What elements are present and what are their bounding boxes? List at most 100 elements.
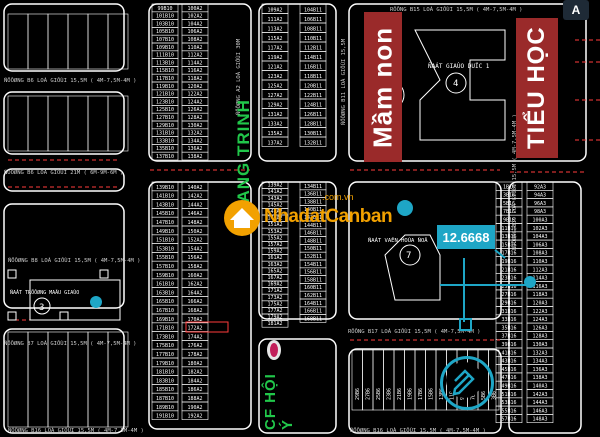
lot-label: 126A3 <box>532 325 547 331</box>
lot-label: 120A3 <box>532 301 547 307</box>
lot-label: 175A2 <box>267 301 282 307</box>
lot-label: 135A2 <box>267 131 282 137</box>
lot-label: 178A2 <box>187 352 202 358</box>
road-label: ÑÖÔØNG B16 LOÀ GIÔÙI 15,5M ( 4M-7,5M-4M … <box>8 427 144 434</box>
lot-cell <box>372 349 384 411</box>
lot-label: 55B16 <box>501 408 516 414</box>
lot-label: 151A2 <box>267 222 282 228</box>
lot-label: 102A2 <box>187 14 202 20</box>
lot-label: 100A3 <box>532 218 547 224</box>
lot-label: 142B11 <box>304 215 322 221</box>
lot-cell <box>47 95 69 152</box>
lot-label: 128A2 <box>187 115 202 121</box>
lot-label: 113A2 <box>267 27 282 33</box>
block-outline <box>3 328 125 434</box>
lot-cell <box>87 13 109 70</box>
lot-label: 166A2 <box>187 299 202 305</box>
lot-label: 100A2 <box>187 6 202 12</box>
pencil-icon <box>446 362 482 398</box>
label-mam-non: Mầm non <box>364 12 402 162</box>
lot-label: 162B11 <box>304 293 322 299</box>
lot-label: 43B16 <box>501 359 516 365</box>
lot-cell <box>67 95 89 152</box>
lot-label: 27B6 <box>366 388 372 400</box>
lot-label: 134A2 <box>187 138 202 144</box>
road-label: ÑÖÔØNG A2 LOÀ GIÔÙI 30M <box>235 38 242 115</box>
lot-label: 168A2 <box>187 308 202 314</box>
lot-cell <box>67 13 89 70</box>
kinder-number: 3 <box>39 303 44 313</box>
road-label: ÑÖÔØNG B8 LOÀ GIÔÙI 15,5M ( 4M-7,5M-4M ) <box>8 257 140 264</box>
lot-label: 144A2 <box>187 202 202 208</box>
lot-label: 136B11 <box>304 192 322 198</box>
lot-label: 175B10 <box>156 343 174 349</box>
lot-label: 142A3 <box>532 392 547 398</box>
lot-label: 141B10 <box>156 194 174 200</box>
location-marker-icon[interactable] <box>266 338 282 362</box>
lot-label: 133A2 <box>267 122 282 128</box>
lot-label: 111B10 <box>156 53 174 59</box>
lot-label: 101B10 <box>156 14 174 20</box>
lot-label: 130B11 <box>304 131 322 137</box>
lot-label: 114A3 <box>532 276 547 282</box>
house-logo-icon <box>224 200 260 236</box>
lot-label: 183B10 <box>156 378 174 384</box>
block-outline <box>348 181 502 320</box>
lot-label: 134B11 <box>304 184 322 190</box>
lot-label: 154A2 <box>187 246 202 252</box>
pencil-tool-button[interactable] <box>440 356 494 410</box>
lot-label: 174A2 <box>187 334 202 340</box>
lot-label: 106B11 <box>304 17 322 23</box>
lot-label: 116A3 <box>532 284 547 290</box>
highlight-lot <box>185 321 229 333</box>
lot-label: 192A2 <box>187 414 202 420</box>
lot-label: 19B16 <box>501 259 516 265</box>
lot-label: 37B16 <box>501 334 516 340</box>
road-label: ÑÖÔØNG B19 LOÀ GIÔÙI 15,5M ( 4M-7,5M-4M … <box>511 114 518 250</box>
measure-start-marker[interactable] <box>459 318 472 331</box>
lot-label: 25B6 <box>376 388 382 400</box>
lot-label: 104B11 <box>304 8 322 14</box>
lot-label: 15B16 <box>501 242 516 248</box>
lot-label: 117A2 <box>267 46 282 52</box>
lot-label: 186A2 <box>187 387 202 393</box>
lot-label: 104A3 <box>532 234 547 240</box>
lot-label: 149B10 <box>156 229 174 235</box>
lot-label: 115B10 <box>156 68 174 74</box>
lot-cell <box>425 349 437 411</box>
lot-label: 181A2 <box>267 321 282 327</box>
lot-label: 140A2 <box>187 185 202 191</box>
lot-label: 129B10 <box>156 123 174 129</box>
lot-cell <box>526 414 554 423</box>
lot-label: 117B10 <box>156 76 174 82</box>
lot-label: 98A3 <box>534 209 546 215</box>
lot-label: 122A3 <box>532 309 547 315</box>
watermark-domain: .com.vn <box>322 192 354 202</box>
tree-symbol <box>59 311 69 321</box>
lot-label: 164A2 <box>187 290 202 296</box>
lot-label: 127A2 <box>267 93 282 99</box>
lot-label: 176A2 <box>187 343 202 349</box>
lot-label: 118A3 <box>532 292 547 298</box>
lot-label: 114A2 <box>187 60 202 66</box>
block-outline <box>348 3 587 162</box>
text-size-button[interactable]: A <box>563 0 589 20</box>
lot-label: 179B10 <box>156 361 174 367</box>
lot-cell <box>47 13 69 70</box>
lot-cell <box>393 349 405 411</box>
lot-cell <box>107 331 129 428</box>
lot-label: 145B10 <box>156 211 174 217</box>
lot-label: 156B11 <box>304 270 322 276</box>
measure-end-point <box>524 276 536 288</box>
lot-label: 103B10 <box>156 21 174 27</box>
lot-label: 157B10 <box>156 264 174 270</box>
lot-label: 163B10 <box>156 290 174 296</box>
lot-label: 162A2 <box>187 282 202 288</box>
kinder-point <box>90 296 102 308</box>
road-label: RÔÔNG B15 LOÀ GIÔÙI 15,5M ( 4M-7,5M-4M ) <box>390 6 522 13</box>
lot-label: 142A2 <box>187 194 202 200</box>
lot-label: 127B10 <box>156 115 174 121</box>
park-number: 7 <box>406 251 411 261</box>
road-label: ÑÖÔØNG B16 LOÀ GIÔÙI 15,5M ( 4M-7,5M-4M … <box>350 427 486 434</box>
